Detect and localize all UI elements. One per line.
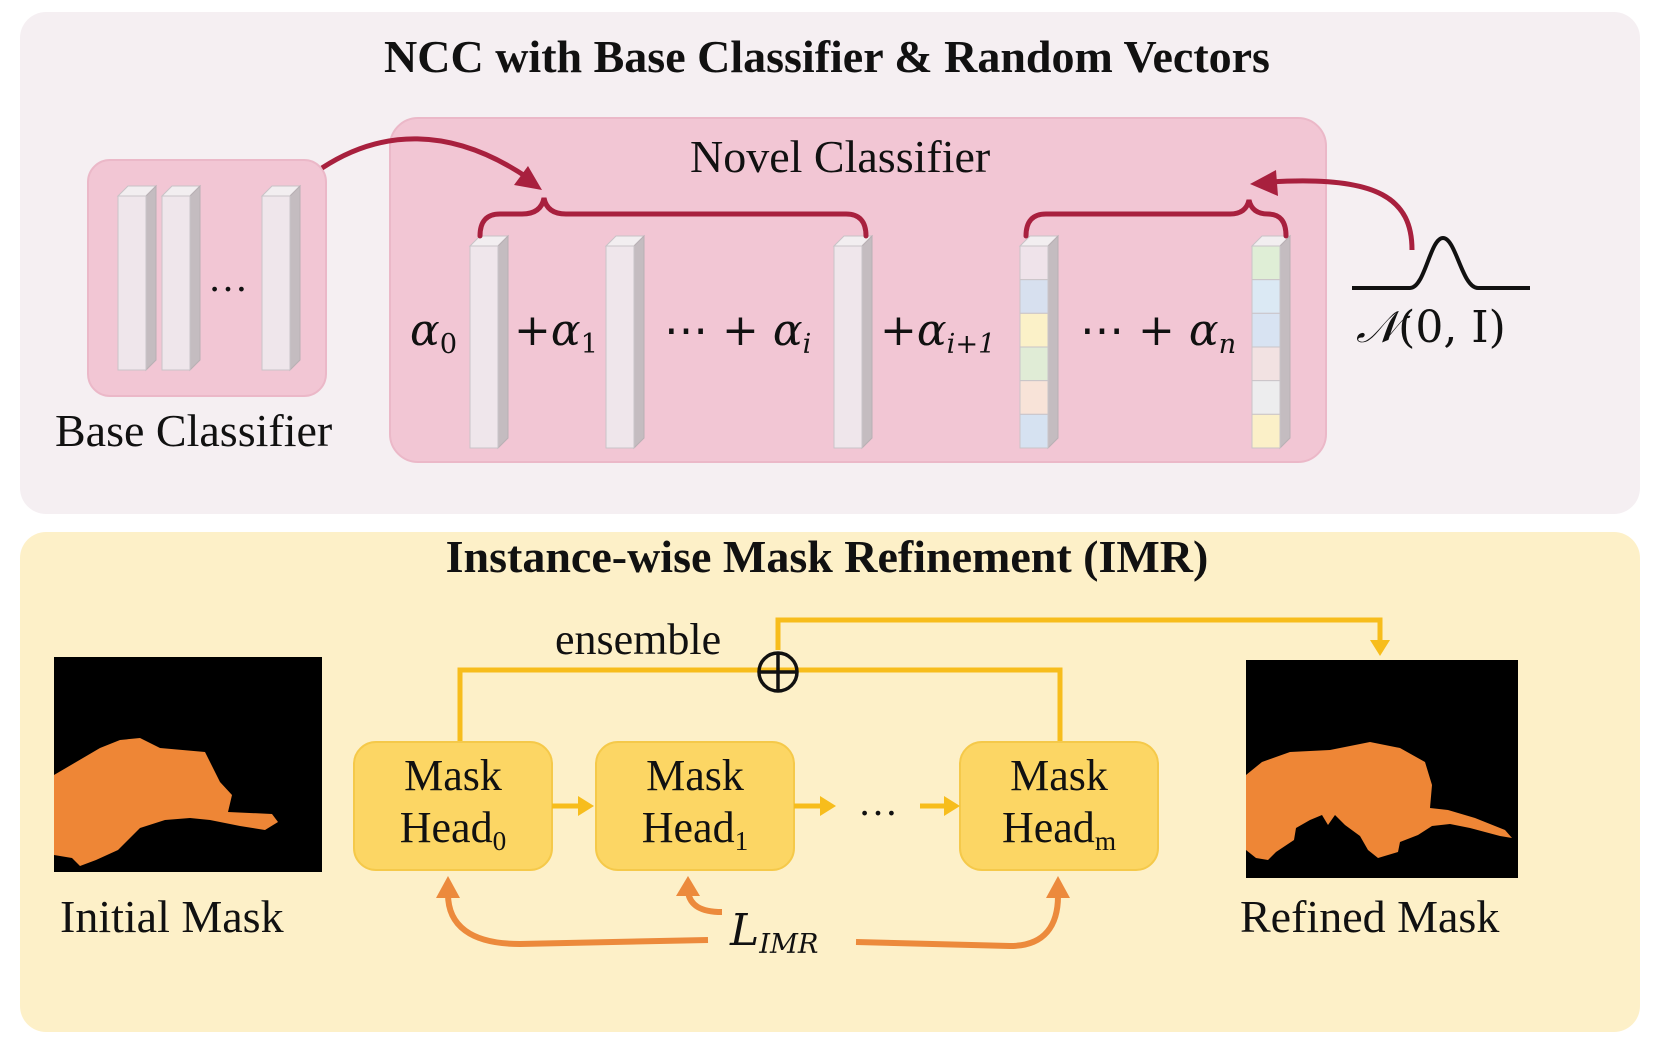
arrowhead-gaussian bbox=[1250, 170, 1278, 196]
refined-mask-shape bbox=[1246, 742, 1512, 860]
loss-arrow-headm bbox=[855, 895, 1061, 950]
ensemble-label: ensemble bbox=[555, 615, 722, 664]
arrowhead-base bbox=[514, 166, 542, 190]
vector-cell bbox=[1251, 346, 1281, 382]
base-vector bbox=[160, 184, 202, 372]
gaussian-curve-icon bbox=[1352, 235, 1530, 290]
mask-head-0-label: Mask Head0 bbox=[399, 751, 507, 857]
vector-cell bbox=[1019, 346, 1049, 382]
base-classifier-ellipsis: … bbox=[208, 255, 248, 300]
vector-cell bbox=[1251, 413, 1281, 449]
heads-ellipsis: … bbox=[858, 779, 898, 824]
vector-cell bbox=[1019, 279, 1049, 314]
novel-vector-1 bbox=[604, 234, 646, 450]
term-alpha-i-plus-1: +αi+1 bbox=[880, 305, 996, 361]
gaussian-distribution-label: 𝒩(0, I) bbox=[1356, 302, 1506, 353]
vector-cell bbox=[1019, 312, 1049, 348]
mask-head-m-label: Mask Headm bbox=[1001, 751, 1117, 857]
novel-classifier-label: Novel Classifier bbox=[690, 131, 991, 182]
arrow-gaussian-to-novel bbox=[1269, 178, 1415, 251]
refined-mask-label: Refined Mask bbox=[1240, 891, 1500, 942]
base-classifier-vectors bbox=[116, 184, 302, 372]
imr-title: Instance-wise Mask Refinement (IMR) bbox=[445, 531, 1209, 582]
loss-imr-label: LIMR bbox=[730, 905, 819, 961]
term-alpha-i: ⋯ + αi bbox=[664, 305, 812, 361]
novel-classifier-vectors bbox=[468, 234, 1292, 450]
novel-vector-i bbox=[832, 234, 874, 450]
base-classifier-label: Base Classifier bbox=[55, 405, 333, 456]
term-alpha-1: +α1 bbox=[514, 305, 598, 361]
term-alpha-n: ⋯ + αn bbox=[1080, 305, 1237, 361]
ncc-title: NCC with Base Classifier & Random Vector… bbox=[384, 31, 1270, 82]
loss-arrow-head0 bbox=[445, 893, 709, 948]
connector-ensemble-to-refined bbox=[775, 617, 1383, 650]
arrow-base-to-novel bbox=[320, 136, 530, 181]
vector-cell bbox=[1019, 245, 1049, 281]
brace-random-terms bbox=[1023, 199, 1289, 239]
novel-vector-0 bbox=[468, 234, 510, 450]
base-vector bbox=[116, 184, 158, 372]
random-vector-n bbox=[1250, 234, 1292, 450]
term-alpha-0: α0 bbox=[410, 305, 458, 361]
random-vector-i-plus-1 bbox=[1018, 234, 1060, 450]
arrowhead-refined bbox=[1370, 640, 1390, 656]
vector-cell bbox=[1019, 413, 1049, 449]
base-vector bbox=[260, 184, 302, 372]
mask-head-1-label: Mask Head1 bbox=[641, 751, 749, 857]
brace-base-terms bbox=[477, 197, 869, 239]
vector-cell bbox=[1019, 380, 1049, 415]
initial-mask-label: Initial Mask bbox=[60, 891, 284, 942]
vector-cell bbox=[1251, 380, 1281, 415]
initial-mask-shape bbox=[54, 738, 278, 866]
